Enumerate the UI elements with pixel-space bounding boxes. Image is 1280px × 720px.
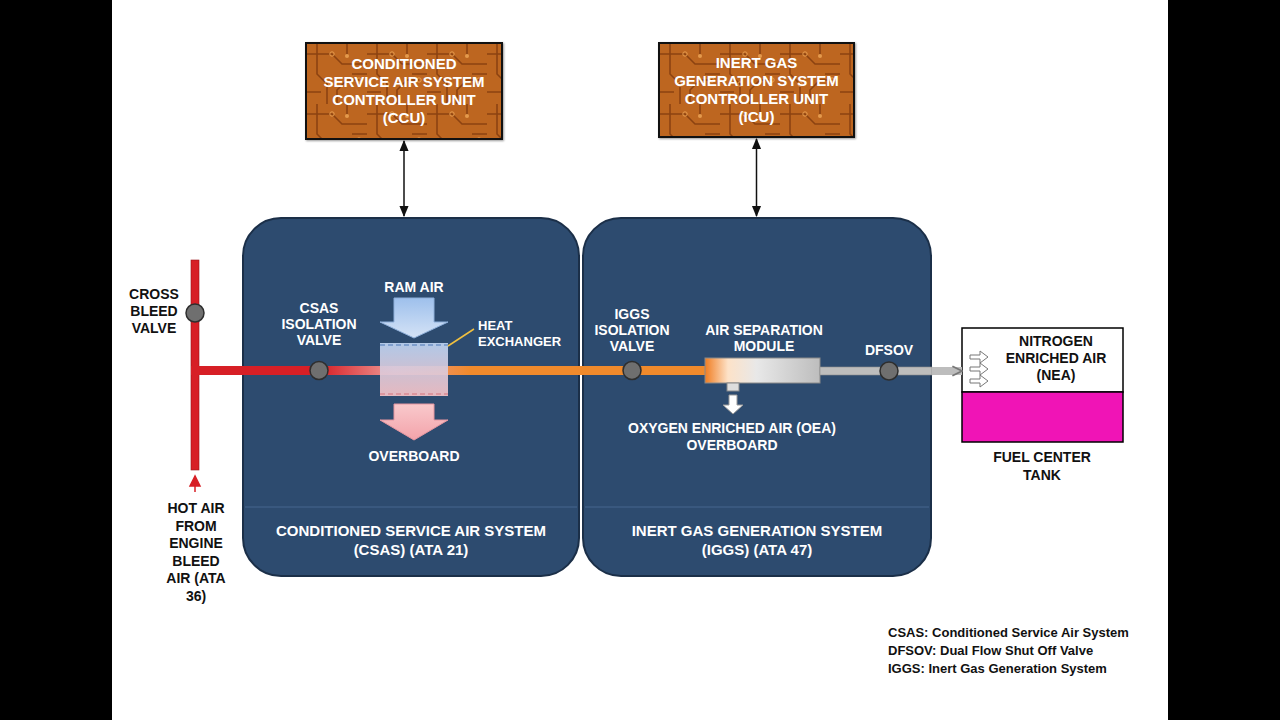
heat-exchanger [380,343,448,396]
air-separation-module [705,358,820,383]
valve-symbol [186,304,204,322]
service-air-pipe [469,366,706,375]
part-label: HEAT EXCHANGER [478,318,570,350]
oea-arrow [723,395,743,414]
oea-port [727,383,739,391]
fuel-tank: NITROGEN ENRICHED AIR (NEA) FUEL CENTER T… [962,328,1123,486]
bleed-pipe [191,366,321,375]
controller-unit: INERT GAS GENERATION SYSTEM CONTROLLER U… [658,42,855,138]
abbreviation-note: DFSOV: Dual Flow Shut Off Valve [888,642,1163,660]
valve-label: IGGS ISOLATION VALVE [582,306,682,354]
panel-title: CONDITIONED SERVICE AIR SYSTEM (CSAS) (A… [269,521,554,559]
unit-title: CONDITIONED SERVICE AIR SYSTEM CONTROLLE… [319,55,489,127]
side-bar [1168,0,1280,720]
tank-ullage [962,328,1123,392]
tank-fuel [962,392,1123,442]
nea-flow-arrow [970,363,988,375]
nea-pipe [932,367,962,375]
ram-air-arrow [380,298,448,338]
panel-divider [245,507,577,508]
controller-unit: CONDITIONED SERVICE AIR SYSTEM CONTROLLE… [305,42,503,140]
circuit-texture [660,44,853,136]
panel-title: INERT GAS GENERATION SYSTEM (IGGS) (ATA … [615,521,900,559]
part-label: AIR SEPARATION MODULE [689,322,839,354]
flow-label: OVERBOARD [354,448,474,465]
heat-exchanger-edge [380,393,448,395]
side-bar [0,0,112,720]
nea-pipe [820,367,932,375]
system-panel: INERT GAS GENERATION SYSTEM (IGGS) (ATA … [582,217,932,577]
tank-label: NITROGEN ENRICHED AIR (NEA) [992,333,1120,384]
panel-divider [585,507,929,508]
system-panel [583,218,931,576]
circuit-texture [307,44,501,138]
valve-symbol [623,362,641,380]
valve-label: CSAS ISOLATION VALVE [269,300,369,348]
control-link [403,141,405,216]
overboard-arrow [380,404,448,440]
abbreviation-note: CSAS: Conditioned Service Air System [888,624,1163,642]
abbreviation-note: IGGS: Inert Gas Generation System [888,660,1163,678]
flow-arrow [190,476,200,492]
bleed-pipe [191,260,199,470]
source-label: HOT AIR FROM ENGINE BLEED AIR (ATA 36) [160,500,232,605]
system-panel [243,218,579,576]
nea-flow-arrow [970,375,988,387]
control-link [756,139,758,216]
valve-label: DFSOV [854,342,924,359]
flow-label: RAM AIR [364,279,464,296]
valve-symbol [880,362,898,380]
valve-label: CROSS BLEED VALVE [122,286,186,337]
heat-exchanger-edge [380,344,448,346]
leader-line [448,329,474,346]
nea-flow-arrow [970,351,988,363]
tank-label: FUEL CENTER TANK [987,448,1097,484]
valve-symbol [310,362,328,380]
system-panel: CONDITIONED SERVICE AIR SYSTEM (CSAS) (A… [242,217,580,577]
unit-title: INERT GAS GENERATION SYSTEM CONTROLLER U… [672,54,842,126]
flow-label: OXYGEN ENRICHED AIR (OEA) OVERBOARD [607,420,857,454]
